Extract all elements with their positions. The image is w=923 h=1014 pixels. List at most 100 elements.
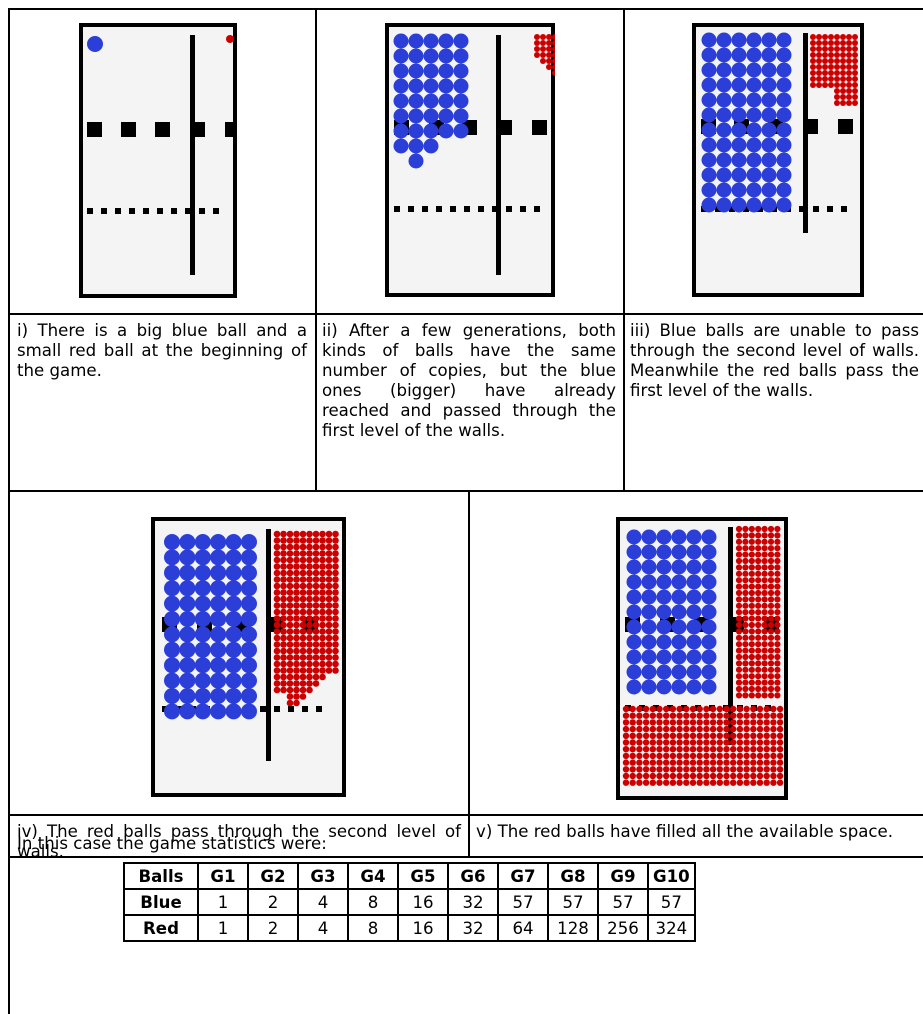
blue-ball	[409, 79, 424, 94]
red-ball	[755, 558, 761, 564]
blue-ball	[409, 34, 424, 49]
red-ball	[749, 590, 755, 596]
red-ball	[822, 40, 828, 46]
red-ball	[736, 590, 742, 596]
red-ball	[749, 616, 755, 622]
table-header-cell: G1	[198, 863, 248, 889]
wall-dot	[213, 208, 219, 214]
red-ball	[663, 713, 669, 719]
blue-ball	[164, 626, 180, 642]
blue-ball	[702, 123, 717, 138]
red-ball	[293, 589, 300, 596]
red-ball	[777, 766, 783, 772]
red-ball	[326, 544, 333, 551]
red-ball	[306, 537, 313, 544]
red-ball	[846, 82, 852, 88]
red-ball	[280, 628, 287, 635]
blue-ball	[672, 590, 687, 605]
red-ball	[300, 537, 307, 544]
red-ball	[280, 674, 287, 681]
red-ball	[736, 558, 742, 564]
wall-dot	[87, 208, 93, 214]
red-ball	[690, 726, 696, 732]
red-ball	[540, 34, 546, 40]
red-ball	[300, 544, 307, 551]
red-ball	[822, 52, 828, 58]
red-ball	[274, 589, 281, 596]
red-ball	[676, 726, 682, 732]
red-ball	[768, 539, 774, 545]
blue-ball	[439, 124, 454, 139]
red-ball	[755, 577, 761, 583]
red-ball	[306, 641, 313, 648]
red-ball	[293, 583, 300, 590]
red-ball	[546, 46, 552, 52]
panel-ii-image	[385, 23, 555, 297]
red-ball	[710, 733, 716, 739]
red-ball	[306, 596, 313, 603]
blue-ball	[241, 673, 257, 689]
red-ball	[274, 583, 281, 590]
wall-dot	[813, 206, 819, 212]
blue-ball	[226, 673, 242, 689]
red-ball	[300, 596, 307, 603]
red-ball	[749, 686, 755, 692]
red-ball	[768, 622, 774, 628]
red-ball	[757, 726, 763, 732]
red-ball	[736, 526, 742, 532]
red-ball	[332, 550, 339, 557]
red-ball	[742, 628, 748, 634]
blue-ball	[210, 565, 226, 581]
red-ball	[326, 622, 333, 629]
blue-ball	[179, 703, 195, 719]
red-ball	[287, 687, 294, 694]
blue-ball	[394, 124, 409, 139]
red-ball	[749, 635, 755, 641]
red-ball	[840, 52, 846, 58]
red-ball	[816, 46, 822, 52]
blue-ball	[454, 34, 469, 49]
blue-ball	[454, 49, 469, 64]
red-ball	[717, 733, 723, 739]
blue-ball	[702, 138, 717, 153]
red-ball	[630, 713, 636, 719]
blue-ball	[394, 79, 409, 94]
red-ball	[313, 576, 320, 583]
blue-ball	[210, 549, 226, 565]
red-ball	[274, 544, 281, 551]
red-ball	[743, 739, 749, 745]
red-ball	[280, 635, 287, 642]
red-ball	[274, 648, 281, 655]
blue-ball	[241, 626, 257, 642]
red-ball	[540, 58, 546, 64]
red-ball	[703, 773, 709, 779]
blue-ball	[179, 657, 195, 673]
red-ball	[810, 82, 816, 88]
red-ball	[676, 713, 682, 719]
red-ball	[287, 680, 294, 687]
table-cell: 2	[248, 889, 298, 915]
red-ball	[737, 766, 743, 772]
table-cell: 64	[498, 915, 548, 941]
red-ball	[723, 719, 729, 725]
red-ball	[319, 654, 326, 661]
red-ball	[326, 615, 333, 622]
red-ball	[690, 753, 696, 759]
wall-dot	[171, 208, 177, 214]
red-ball	[768, 641, 774, 647]
red-ball	[676, 719, 682, 725]
red-ball	[540, 52, 546, 58]
red-ball	[274, 602, 281, 609]
red-ball	[852, 52, 858, 58]
red-ball	[768, 558, 774, 564]
red-ball	[623, 753, 629, 759]
red-ball	[770, 746, 776, 752]
red-ball	[755, 660, 761, 666]
red-ball	[762, 603, 768, 609]
red-ball	[690, 759, 696, 765]
blue-ball	[164, 611, 180, 627]
blue-ball	[657, 530, 672, 545]
red-ball	[280, 583, 287, 590]
red-ball	[326, 635, 333, 642]
blue-ball	[702, 635, 717, 650]
